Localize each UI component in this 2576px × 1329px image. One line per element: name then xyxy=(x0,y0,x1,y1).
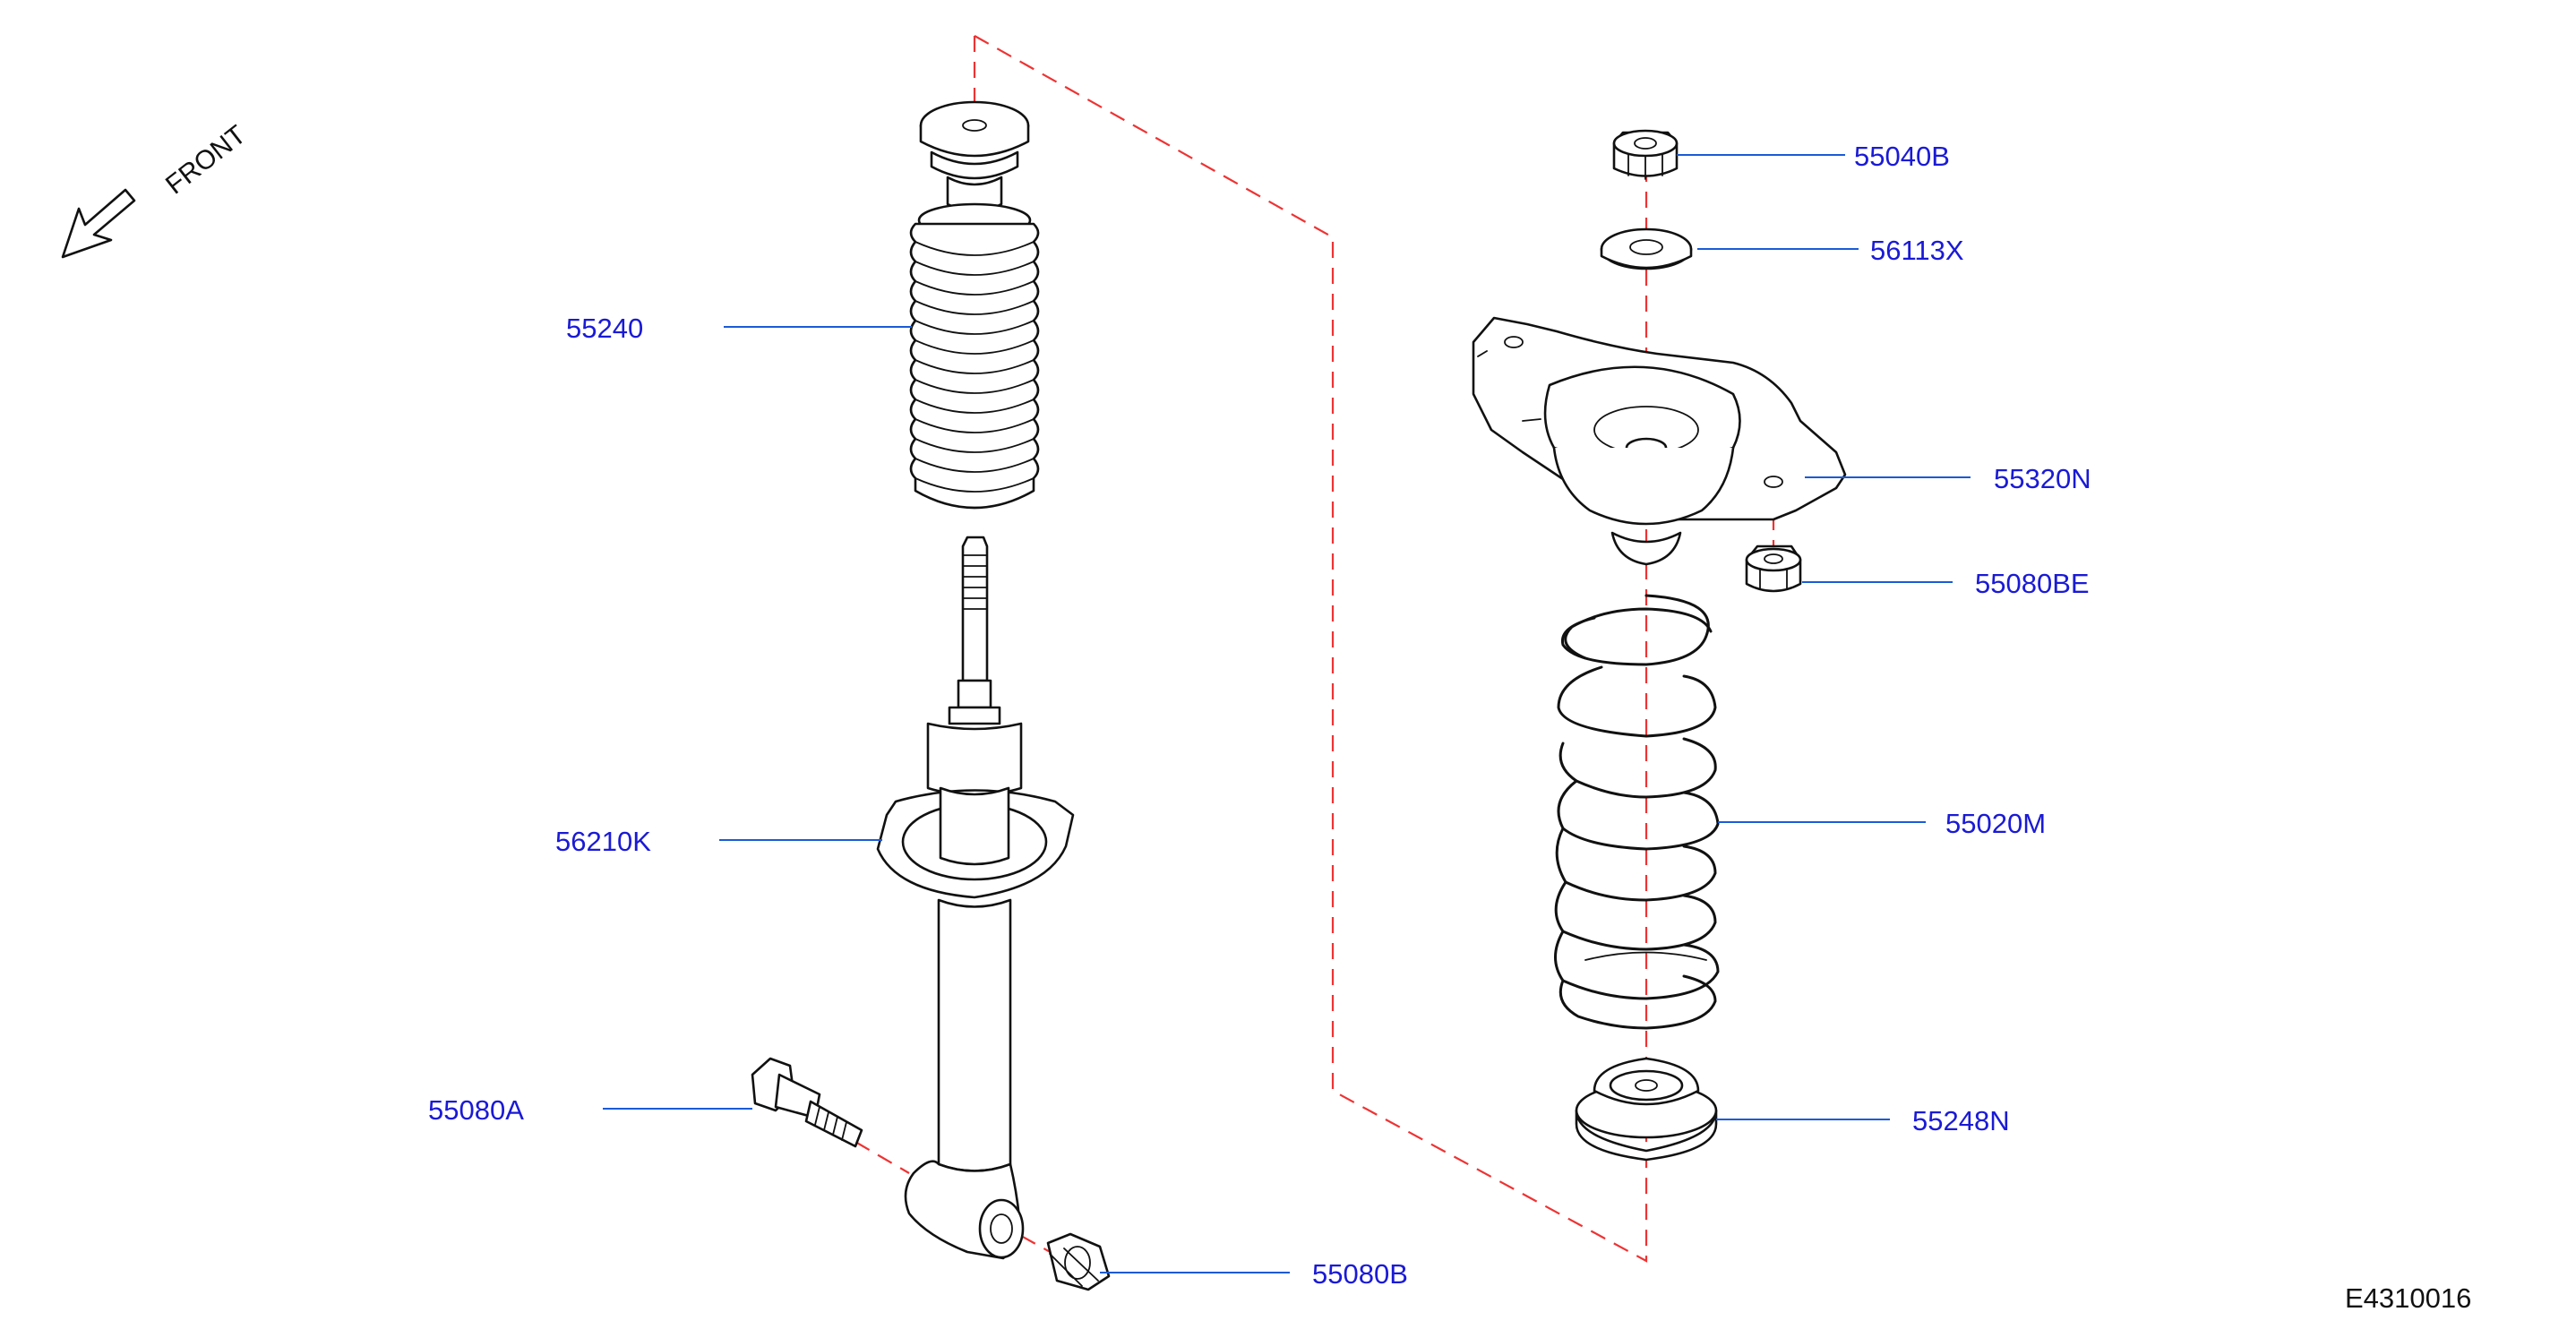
washer-part[interactable] xyxy=(1600,227,1693,270)
front-direction-arrow-icon xyxy=(61,188,136,259)
callout-55080be[interactable]: 55080BE xyxy=(1975,568,2090,599)
part-callouts: 55240 56210K 55080A 55080B 55040B 56113X… xyxy=(428,141,2091,1290)
callout-55080a[interactable]: 55080A xyxy=(428,1094,524,1126)
leader-lines xyxy=(603,154,1971,1273)
callout-55020m[interactable]: 55020M xyxy=(1945,808,2046,839)
front-direction-indicator: FRONT xyxy=(61,120,252,259)
coil-spring-part[interactable] xyxy=(1554,594,1720,1030)
shock-absorber-part[interactable] xyxy=(876,536,1075,1260)
lower-seat-part[interactable] xyxy=(1575,1057,1718,1162)
callout-55240[interactable]: 55240 xyxy=(566,313,643,344)
callout-55320n[interactable]: 55320N xyxy=(1994,463,2091,494)
callout-55248n[interactable]: 55248N xyxy=(1912,1105,2010,1136)
figure-id: E4310016 xyxy=(2345,1282,2471,1314)
lower-nut-part[interactable] xyxy=(1046,1232,1111,1291)
front-label: FRONT xyxy=(160,120,252,201)
lower-bolt-part[interactable] xyxy=(751,1057,863,1148)
dust-boot-part[interactable] xyxy=(909,100,1040,510)
callout-56113x[interactable]: 56113X xyxy=(1870,235,1964,266)
upper-nut-part[interactable] xyxy=(1612,129,1679,180)
callout-56210k[interactable]: 56210K xyxy=(555,826,651,857)
mounting-insulator-part[interactable] xyxy=(1472,316,1847,566)
callout-55080b[interactable]: 55080B xyxy=(1312,1258,1408,1290)
mount-nut-part[interactable] xyxy=(1745,544,1802,593)
callout-55040b[interactable]: 55040B xyxy=(1854,141,1950,172)
